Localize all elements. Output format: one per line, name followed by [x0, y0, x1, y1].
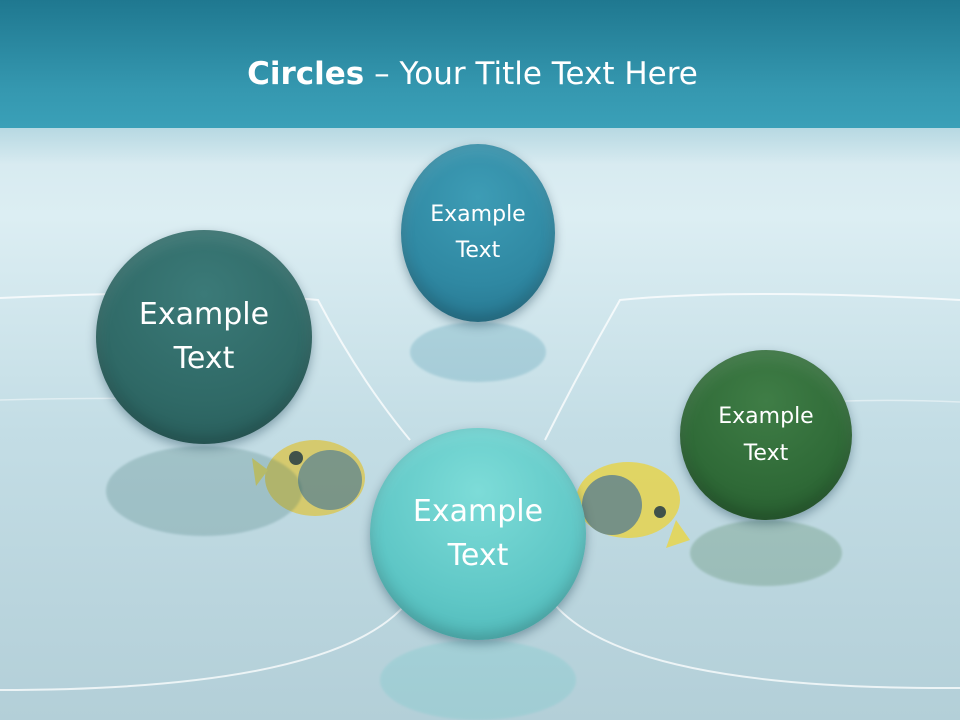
fish-right-icon [576, 462, 690, 548]
circle-4-label: Example Text [718, 404, 814, 466]
reflection-circle-1 [106, 446, 302, 536]
circle-3-label: Example Text [412, 494, 544, 573]
left-bowl-lower [0, 604, 406, 691]
right-bowl-outline [544, 293, 960, 441]
circle-green[interactable]: Example Text [680, 350, 852, 520]
title-bold-part: Circles [247, 56, 365, 92]
circle-aqua[interactable]: Example Text [370, 428, 586, 640]
circle-2-label: Example Text [430, 202, 526, 263]
fish-left-icon [252, 440, 365, 516]
reflection-circle-3 [380, 640, 576, 720]
title-regular-part: – Your Title Text Here [364, 56, 698, 92]
circle-1-label: Example Text [138, 297, 270, 376]
circle-dark-teal[interactable]: Example Text [96, 230, 312, 444]
circle-blue[interactable]: Example Text [401, 144, 555, 322]
slide-title[interactable]: Circles – Your Title Text Here [0, 54, 945, 94]
reflection-circle-4 [690, 520, 842, 586]
reflection-circle-2 [410, 322, 546, 382]
title-bar [0, 0, 960, 128]
right-bowl-lower [554, 604, 960, 690]
